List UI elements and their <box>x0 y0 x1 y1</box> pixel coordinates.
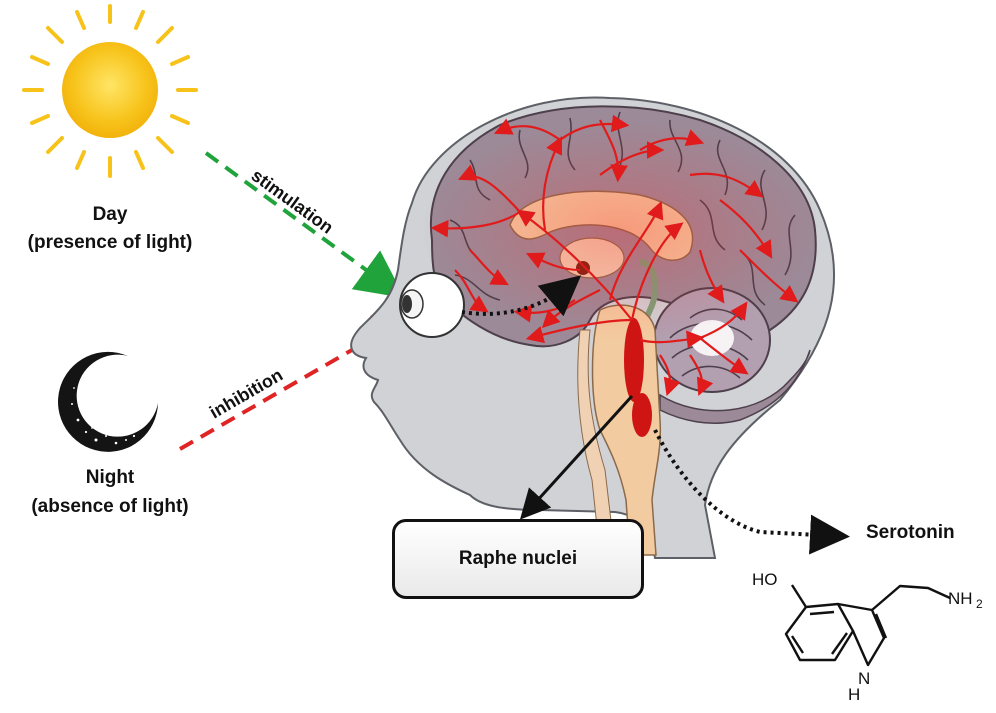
amine-label: NH <box>948 589 973 608</box>
serotonin-structure <box>784 584 951 667</box>
day-sublabel: (presence of light) <box>28 232 193 253</box>
serotonin-label: Serotonin <box>866 522 955 543</box>
inhibition-line <box>179 333 379 451</box>
serotonin-projections <box>430 114 799 397</box>
serotonin-release-arrow <box>653 429 850 555</box>
indole-hydrogen-label: H <box>848 685 860 704</box>
raphe-nuclei-upper <box>624 318 644 402</box>
raphe-nuclei-lower <box>632 393 652 437</box>
night-label: Night <box>86 467 135 488</box>
amine-subscript: 2 <box>976 597 983 611</box>
moon-icon <box>58 351 158 452</box>
day-label: Day <box>93 204 128 225</box>
raphe-nuclei-box: Raphe nuclei <box>392 519 644 599</box>
raphe-pointer-arrow <box>519 394 634 520</box>
sun-icon <box>22 4 198 178</box>
raphe-nuclei-label: Raphe nuclei <box>458 548 578 569</box>
optic-pathway-arrow <box>461 275 582 317</box>
night-sublabel: (absence of light) <box>31 496 188 517</box>
indole-nitrogen-label: N <box>858 669 870 688</box>
stimulation-label: stimulation <box>248 165 337 238</box>
hydroxyl-label: HO <box>752 570 778 589</box>
stimulation-arrow <box>204 151 405 299</box>
eye <box>399 272 465 338</box>
